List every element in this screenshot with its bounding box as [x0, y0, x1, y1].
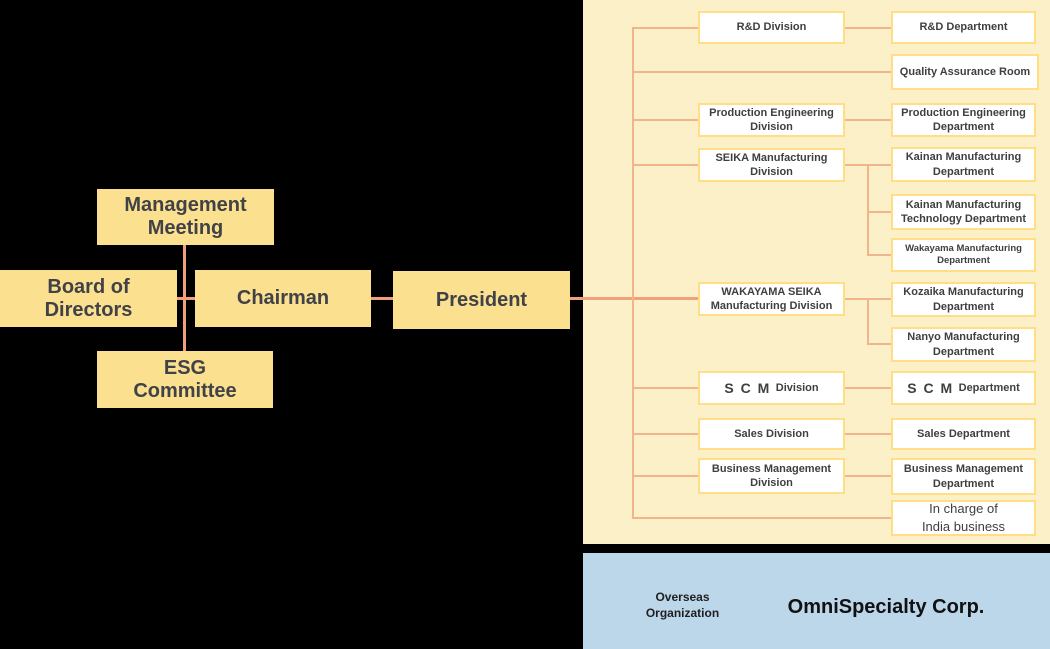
- scm-acronym: S C M: [907, 379, 954, 396]
- department-box-nanyo-manufacturing: Nanyo Manufacturing Department: [891, 327, 1036, 362]
- connector-line: [845, 27, 891, 29]
- overseas-company-name: OmniSpecialty Corp.: [787, 596, 985, 618]
- department-box-india-business: In charge of India business: [891, 500, 1036, 536]
- connector-line: [632, 517, 891, 519]
- connector-line: [632, 387, 698, 389]
- division-box-production-engineering: Production Engineering Division: [698, 103, 845, 137]
- department-box-kainan-technology: Kainan Manufacturing Technology Departme…: [891, 194, 1036, 230]
- department-box-sales: Sales Department: [891, 418, 1036, 450]
- connector-line: [845, 433, 891, 435]
- connector-line: [632, 164, 698, 166]
- connector-line: [632, 27, 634, 519]
- department-box-kainan-manufacturing: Kainan Manufacturing Department: [891, 147, 1036, 182]
- domestic-organization-panel: [583, 0, 1050, 544]
- esg-committee-box: ESG Committee: [97, 351, 273, 408]
- division-box-rd: R&D Division: [698, 11, 845, 44]
- connector-line: [632, 27, 698, 29]
- department-box-kozaika-manufacturing: Kozaika Manufacturing Department: [891, 282, 1036, 317]
- connector-line: [371, 297, 393, 300]
- overseas-organization-panel: [583, 553, 1050, 649]
- division-box-sales: Sales Division: [698, 418, 845, 450]
- scm-suffix: Department: [958, 381, 1020, 394]
- department-box-business-management: Business Management Department: [891, 458, 1036, 495]
- president-box: President: [393, 271, 570, 329]
- department-box-rd: R&D Department: [891, 11, 1036, 44]
- chairman-box: Chairman: [195, 270, 371, 327]
- scm-suffix: Division: [775, 381, 819, 394]
- connector-line: [632, 433, 698, 435]
- division-box-wakayama-seika: WAKAYAMA SEIKA Manufacturing Division: [698, 282, 845, 316]
- department-box-scm: S C M Department: [891, 371, 1036, 405]
- connector-line: [845, 119, 891, 121]
- board-of-directors-box: Board of Directors: [0, 270, 177, 327]
- connector-line: [867, 298, 869, 345]
- connector-line: [867, 164, 869, 256]
- connector-line: [867, 211, 891, 213]
- connector-line: [845, 387, 891, 389]
- department-box-production-engineering: Production Engineering Department: [891, 103, 1036, 137]
- division-box-scm: S C M Division: [698, 371, 845, 405]
- connector-line: [632, 475, 698, 477]
- scm-acronym: S C M: [724, 379, 771, 396]
- division-box-business-management: Business Management Division: [698, 458, 845, 494]
- connector-line: [177, 297, 195, 300]
- connector-line: [632, 119, 698, 121]
- division-box-seika-manufacturing: SEIKA Manufacturing Division: [698, 148, 845, 182]
- connector-line: [867, 343, 891, 345]
- overseas-organization-label: Overseas Organization: [645, 590, 720, 620]
- department-box-wakayama-manufacturing: Wakayama Manufacturing Department: [891, 238, 1036, 272]
- connector-line: [632, 71, 891, 73]
- management-meeting-box: Management Meeting: [97, 189, 274, 245]
- connector-line: [845, 475, 891, 477]
- connector-line: [867, 254, 891, 256]
- department-box-quality-assurance: Quality Assurance Room: [891, 54, 1039, 90]
- connector-line: [570, 297, 698, 300]
